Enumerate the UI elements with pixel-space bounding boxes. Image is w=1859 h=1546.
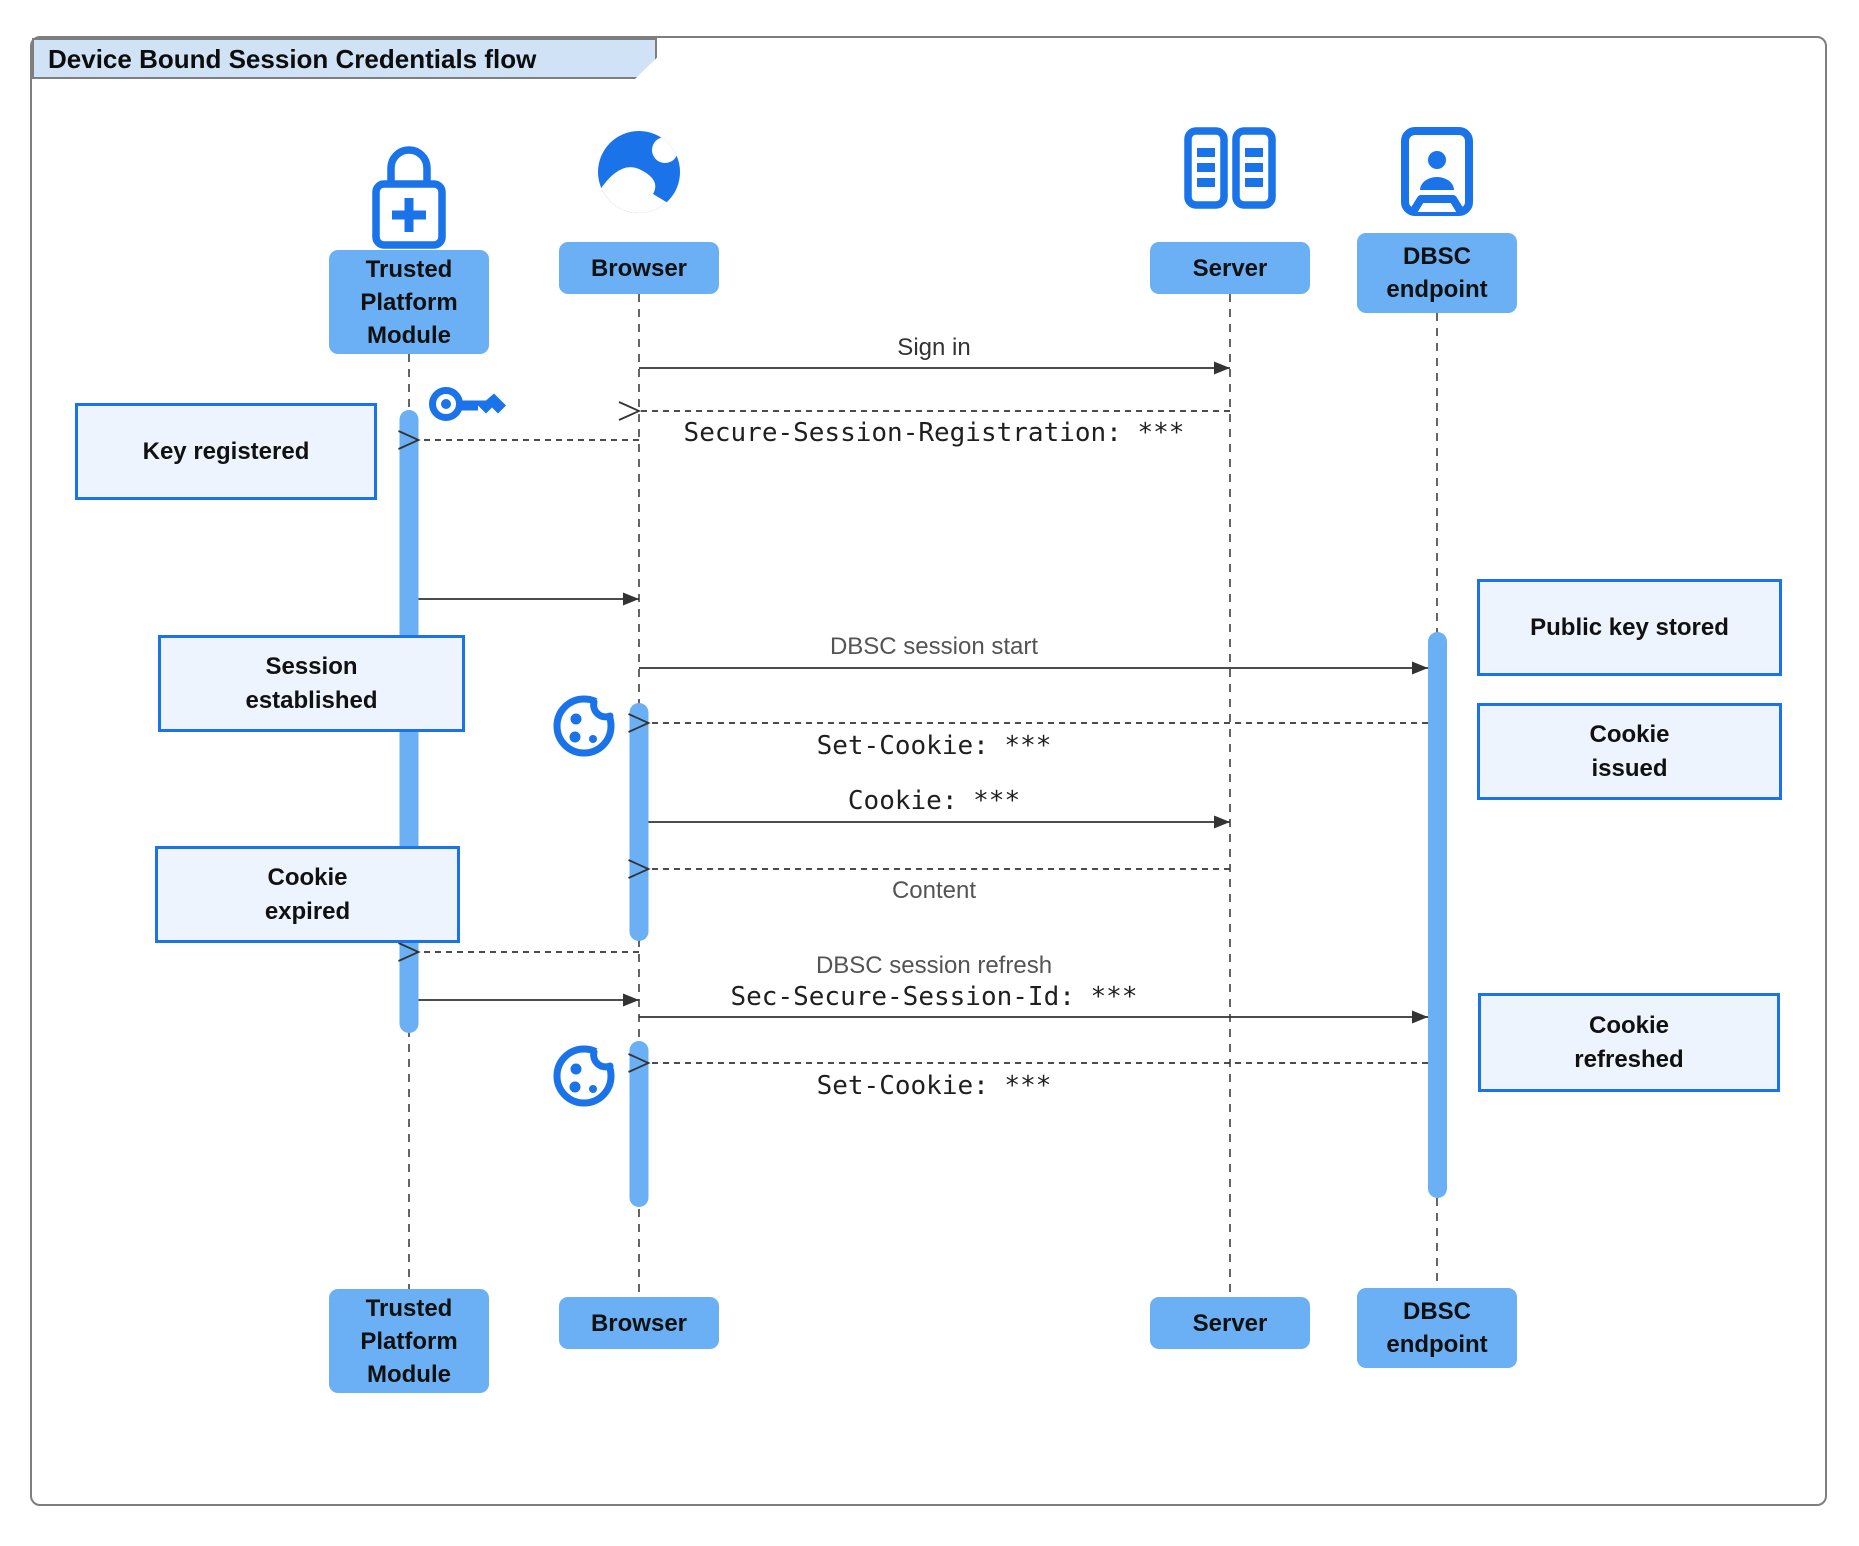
cookie-icon <box>553 1045 617 1107</box>
arrowhead-filled <box>623 592 639 606</box>
actor-box-top-tpm: Trusted Platform Module <box>329 250 489 354</box>
note-key-registered: Key registered <box>75 403 377 500</box>
note-cookie-issued: Cookie issued <box>1477 703 1782 800</box>
actor-box-bottom-server: Server <box>1150 1297 1310 1349</box>
activation-bar <box>1428 632 1447 1198</box>
message-label: Content <box>891 877 977 904</box>
message-label: Set-Cookie: *** <box>816 731 1052 761</box>
message-label: Sec-Secure-Session-Id: *** <box>730 982 1138 1012</box>
arrowhead-filled <box>623 993 639 1007</box>
note-cookie-refreshed: Cookie refreshed <box>1478 993 1780 1092</box>
arrowhead-open <box>618 401 642 421</box>
arrowhead-open <box>398 942 421 962</box>
actor-box-top-browser: Browser <box>559 242 719 294</box>
server-icon <box>1184 127 1276 209</box>
arrowhead-open <box>628 1053 651 1073</box>
lock-plus-icon <box>372 146 446 249</box>
arrowhead-filled <box>1412 1010 1428 1024</box>
arrowhead-filled <box>1214 361 1230 375</box>
actor-box-bottom-browser: Browser <box>559 1297 719 1349</box>
activation-bar <box>629 703 649 941</box>
message-label: Set-Cookie: *** <box>816 1071 1052 1101</box>
id-badge-icon <box>1401 127 1473 216</box>
message-label: Cookie: *** <box>847 786 1021 816</box>
message-label: DBSC session start <box>829 633 1039 660</box>
arrowhead-filled <box>1412 661 1428 675</box>
message-label: Secure-Session-Registration: *** <box>683 418 1185 448</box>
message-label: Sign in <box>897 334 971 361</box>
arrowhead-open <box>398 430 421 450</box>
arrowhead-open <box>628 859 651 879</box>
cookie-icon <box>553 695 617 757</box>
arrowhead-open <box>628 713 651 733</box>
globe-icon <box>598 131 680 213</box>
arrowhead-filled <box>1214 815 1230 829</box>
actor-box-top-dbsc: DBSC endpoint <box>1357 233 1517 313</box>
actor-box-bottom-dbsc: DBSC endpoint <box>1357 1288 1517 1368</box>
activation-bar <box>629 1041 649 1207</box>
actor-box-top-server: Server <box>1150 242 1310 294</box>
note-session-established: Session established <box>158 635 465 732</box>
note-cookie-expired: Cookie expired <box>155 846 460 943</box>
diagram-title: Device Bound Session Credentials flow <box>32 38 657 79</box>
note-public-key-stored: Public key stored <box>1477 579 1782 676</box>
message-label: DBSC session refresh <box>815 952 1053 979</box>
actor-box-bottom-tpm: Trusted Platform Module <box>329 1289 489 1393</box>
key-icon <box>429 387 506 421</box>
